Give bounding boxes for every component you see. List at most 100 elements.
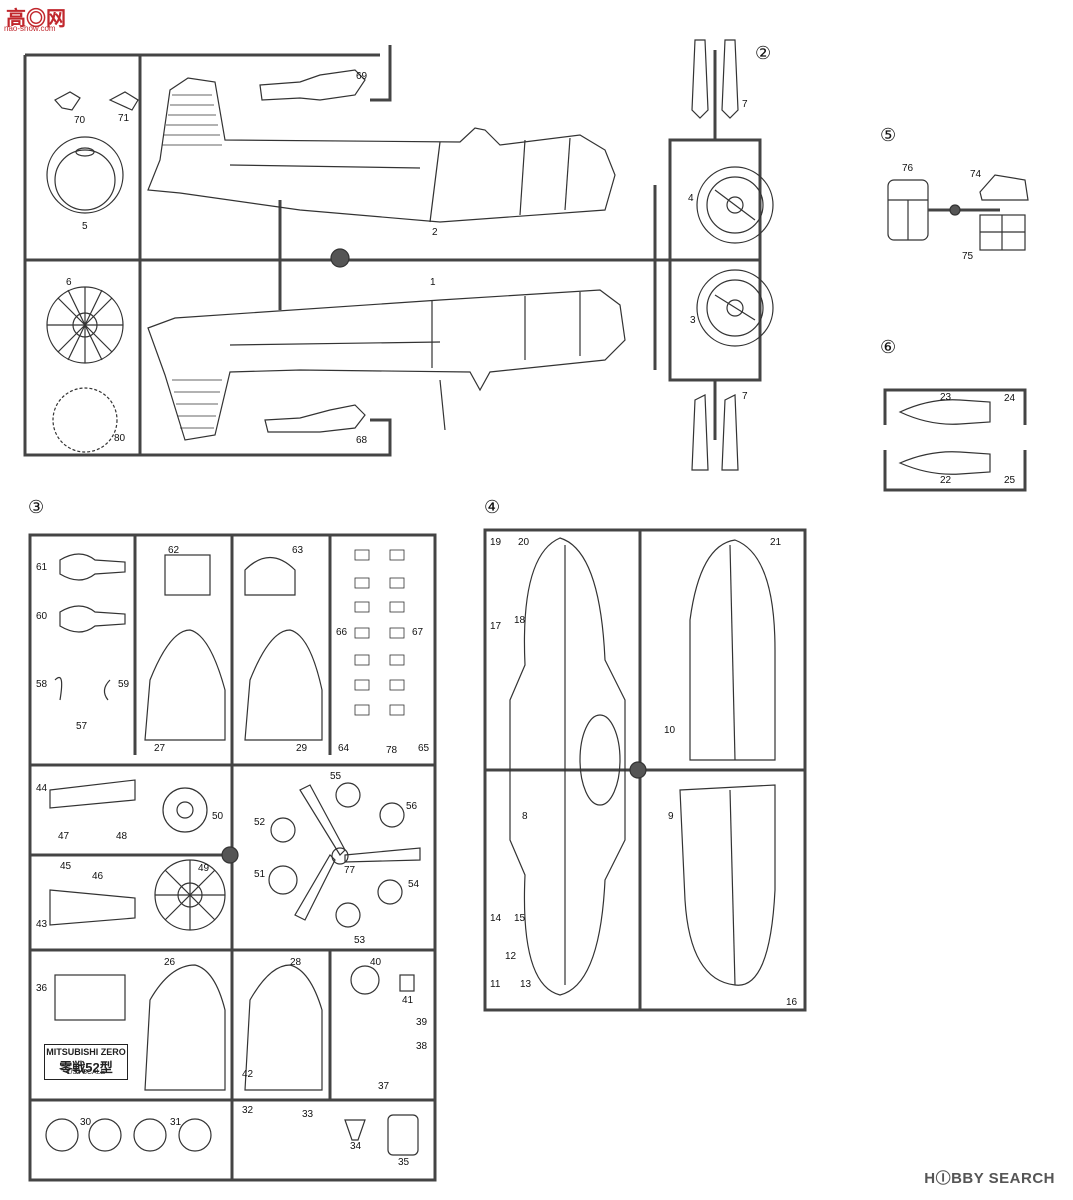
- ring-part-40: [350, 965, 380, 995]
- part-number: 54: [408, 879, 420, 890]
- part-number: 11: [490, 979, 501, 990]
- part-61: [59, 553, 126, 581]
- part-41: [399, 974, 415, 992]
- part-number: 14: [490, 913, 502, 924]
- part-number: 27: [154, 743, 166, 754]
- part-number: 5: [82, 221, 88, 232]
- panel-part-26: [144, 964, 226, 1091]
- watermark-logo: 高◎网: [6, 8, 66, 30]
- part-number: 68: [356, 435, 368, 446]
- kit-label-stamp: MITSUBISHI ZERO 零戦52型 1/32 SCALE: [44, 1044, 128, 1080]
- part-number: 13: [520, 979, 532, 990]
- sprue-gate-node-3: [221, 846, 239, 864]
- part-number: 48: [116, 831, 128, 842]
- flap-part-43: [49, 889, 136, 926]
- part-number: 39: [416, 1017, 428, 1028]
- part-number: 49: [198, 863, 210, 874]
- part-number: 46: [92, 871, 104, 882]
- part-number: 80: [114, 433, 126, 444]
- watermark-url: nao-show.com: [4, 24, 56, 33]
- part-number: 29: [296, 743, 308, 754]
- part-number: 77: [344, 865, 356, 876]
- part-number: 23: [940, 392, 952, 403]
- part-number: 74: [970, 169, 982, 180]
- part-number: 67: [412, 627, 424, 638]
- credit-text: HⒾBBY SEARCH: [924, 1170, 1055, 1187]
- part-number: 50: [212, 811, 224, 822]
- part-number: 43: [36, 919, 48, 930]
- pilot-hand-left: [54, 91, 81, 111]
- part-number: 62: [168, 545, 180, 556]
- wheel-part-30b: [88, 1118, 122, 1152]
- part-number: 69: [356, 71, 368, 82]
- wheel-part-31b: [178, 1118, 212, 1152]
- part-59: [103, 679, 111, 701]
- part-number: 75: [962, 251, 974, 262]
- part-number: 78: [386, 745, 398, 756]
- frame-number-5: ⑤: [880, 125, 897, 145]
- part-number: 20: [518, 537, 530, 548]
- part-34: [344, 1119, 366, 1141]
- cowling-sprue-frame: [668, 50, 762, 440]
- kit-label-line3: 1/32 SCALE: [66, 1069, 106, 1076]
- part-number: 16: [786, 997, 798, 1008]
- part-number: 32: [242, 1105, 254, 1116]
- part-number: 57: [76, 721, 88, 732]
- radial-engine-49: [154, 859, 226, 931]
- tail-ribs-bottom: [172, 379, 222, 429]
- kit-label-line2: 零戦52型: [59, 1060, 113, 1075]
- part-number: 61: [36, 562, 48, 573]
- part-number: 58: [36, 679, 48, 690]
- part-number: 65: [418, 743, 430, 754]
- part-number: 38: [416, 1041, 428, 1052]
- part-number: 7: [742, 391, 748, 402]
- part-number: 59: [118, 679, 130, 690]
- part-number: 35: [398, 1157, 410, 1168]
- pilot-hand-right: [108, 91, 139, 111]
- part-number: 25: [1004, 475, 1016, 486]
- part-60: [59, 605, 126, 633]
- frame-number-4: ④: [484, 497, 501, 517]
- part-number: 64: [338, 743, 350, 754]
- wheel-part-30a: [45, 1118, 79, 1152]
- frame-number-3: ③: [28, 497, 45, 517]
- part-number: 55: [330, 771, 342, 782]
- part-number: 36: [36, 983, 48, 994]
- part-number: 30: [80, 1117, 92, 1128]
- wingtip-part-29: [244, 629, 323, 741]
- frame-number-2: ②: [755, 43, 772, 63]
- part-number: 71: [118, 113, 130, 124]
- part-number: 7: [742, 99, 748, 110]
- hub-part-55: [335, 782, 361, 808]
- part-number: 2: [432, 227, 438, 238]
- hub-part-54: [377, 879, 403, 905]
- part-number: 8: [522, 811, 528, 822]
- radial-engine-50: [162, 787, 208, 833]
- pilot-figure-68: [264, 404, 366, 433]
- fuselage-half-1: [147, 289, 626, 441]
- cowling-part-3: [696, 269, 774, 347]
- engine-block-62: [164, 554, 211, 596]
- part-number: 17: [490, 621, 502, 632]
- upper-wing-part-10: [689, 539, 776, 761]
- frame-number-6: ⑥: [880, 337, 897, 357]
- engine-face-part: [46, 286, 124, 364]
- part-number: 3: [690, 315, 696, 326]
- part-number: 26: [164, 957, 176, 968]
- part-number: 6: [66, 277, 72, 288]
- part-35: [387, 1114, 419, 1156]
- part-number: 9: [668, 811, 674, 822]
- hub-part-51: [268, 865, 298, 895]
- part-number: 41: [402, 995, 414, 1006]
- part-number: 21: [770, 537, 782, 548]
- part-number: 10: [664, 725, 676, 736]
- part-number: 4: [688, 193, 694, 204]
- tail-ribs-top: [162, 94, 222, 146]
- cowling-part-4: [696, 166, 774, 244]
- part-number: 22: [940, 475, 952, 486]
- lower-wing-part-8: [509, 537, 626, 996]
- propeller-part-77: [294, 784, 421, 921]
- part-number: 51: [254, 869, 266, 880]
- part-number: 52: [254, 817, 266, 828]
- part-number: 45: [60, 861, 72, 872]
